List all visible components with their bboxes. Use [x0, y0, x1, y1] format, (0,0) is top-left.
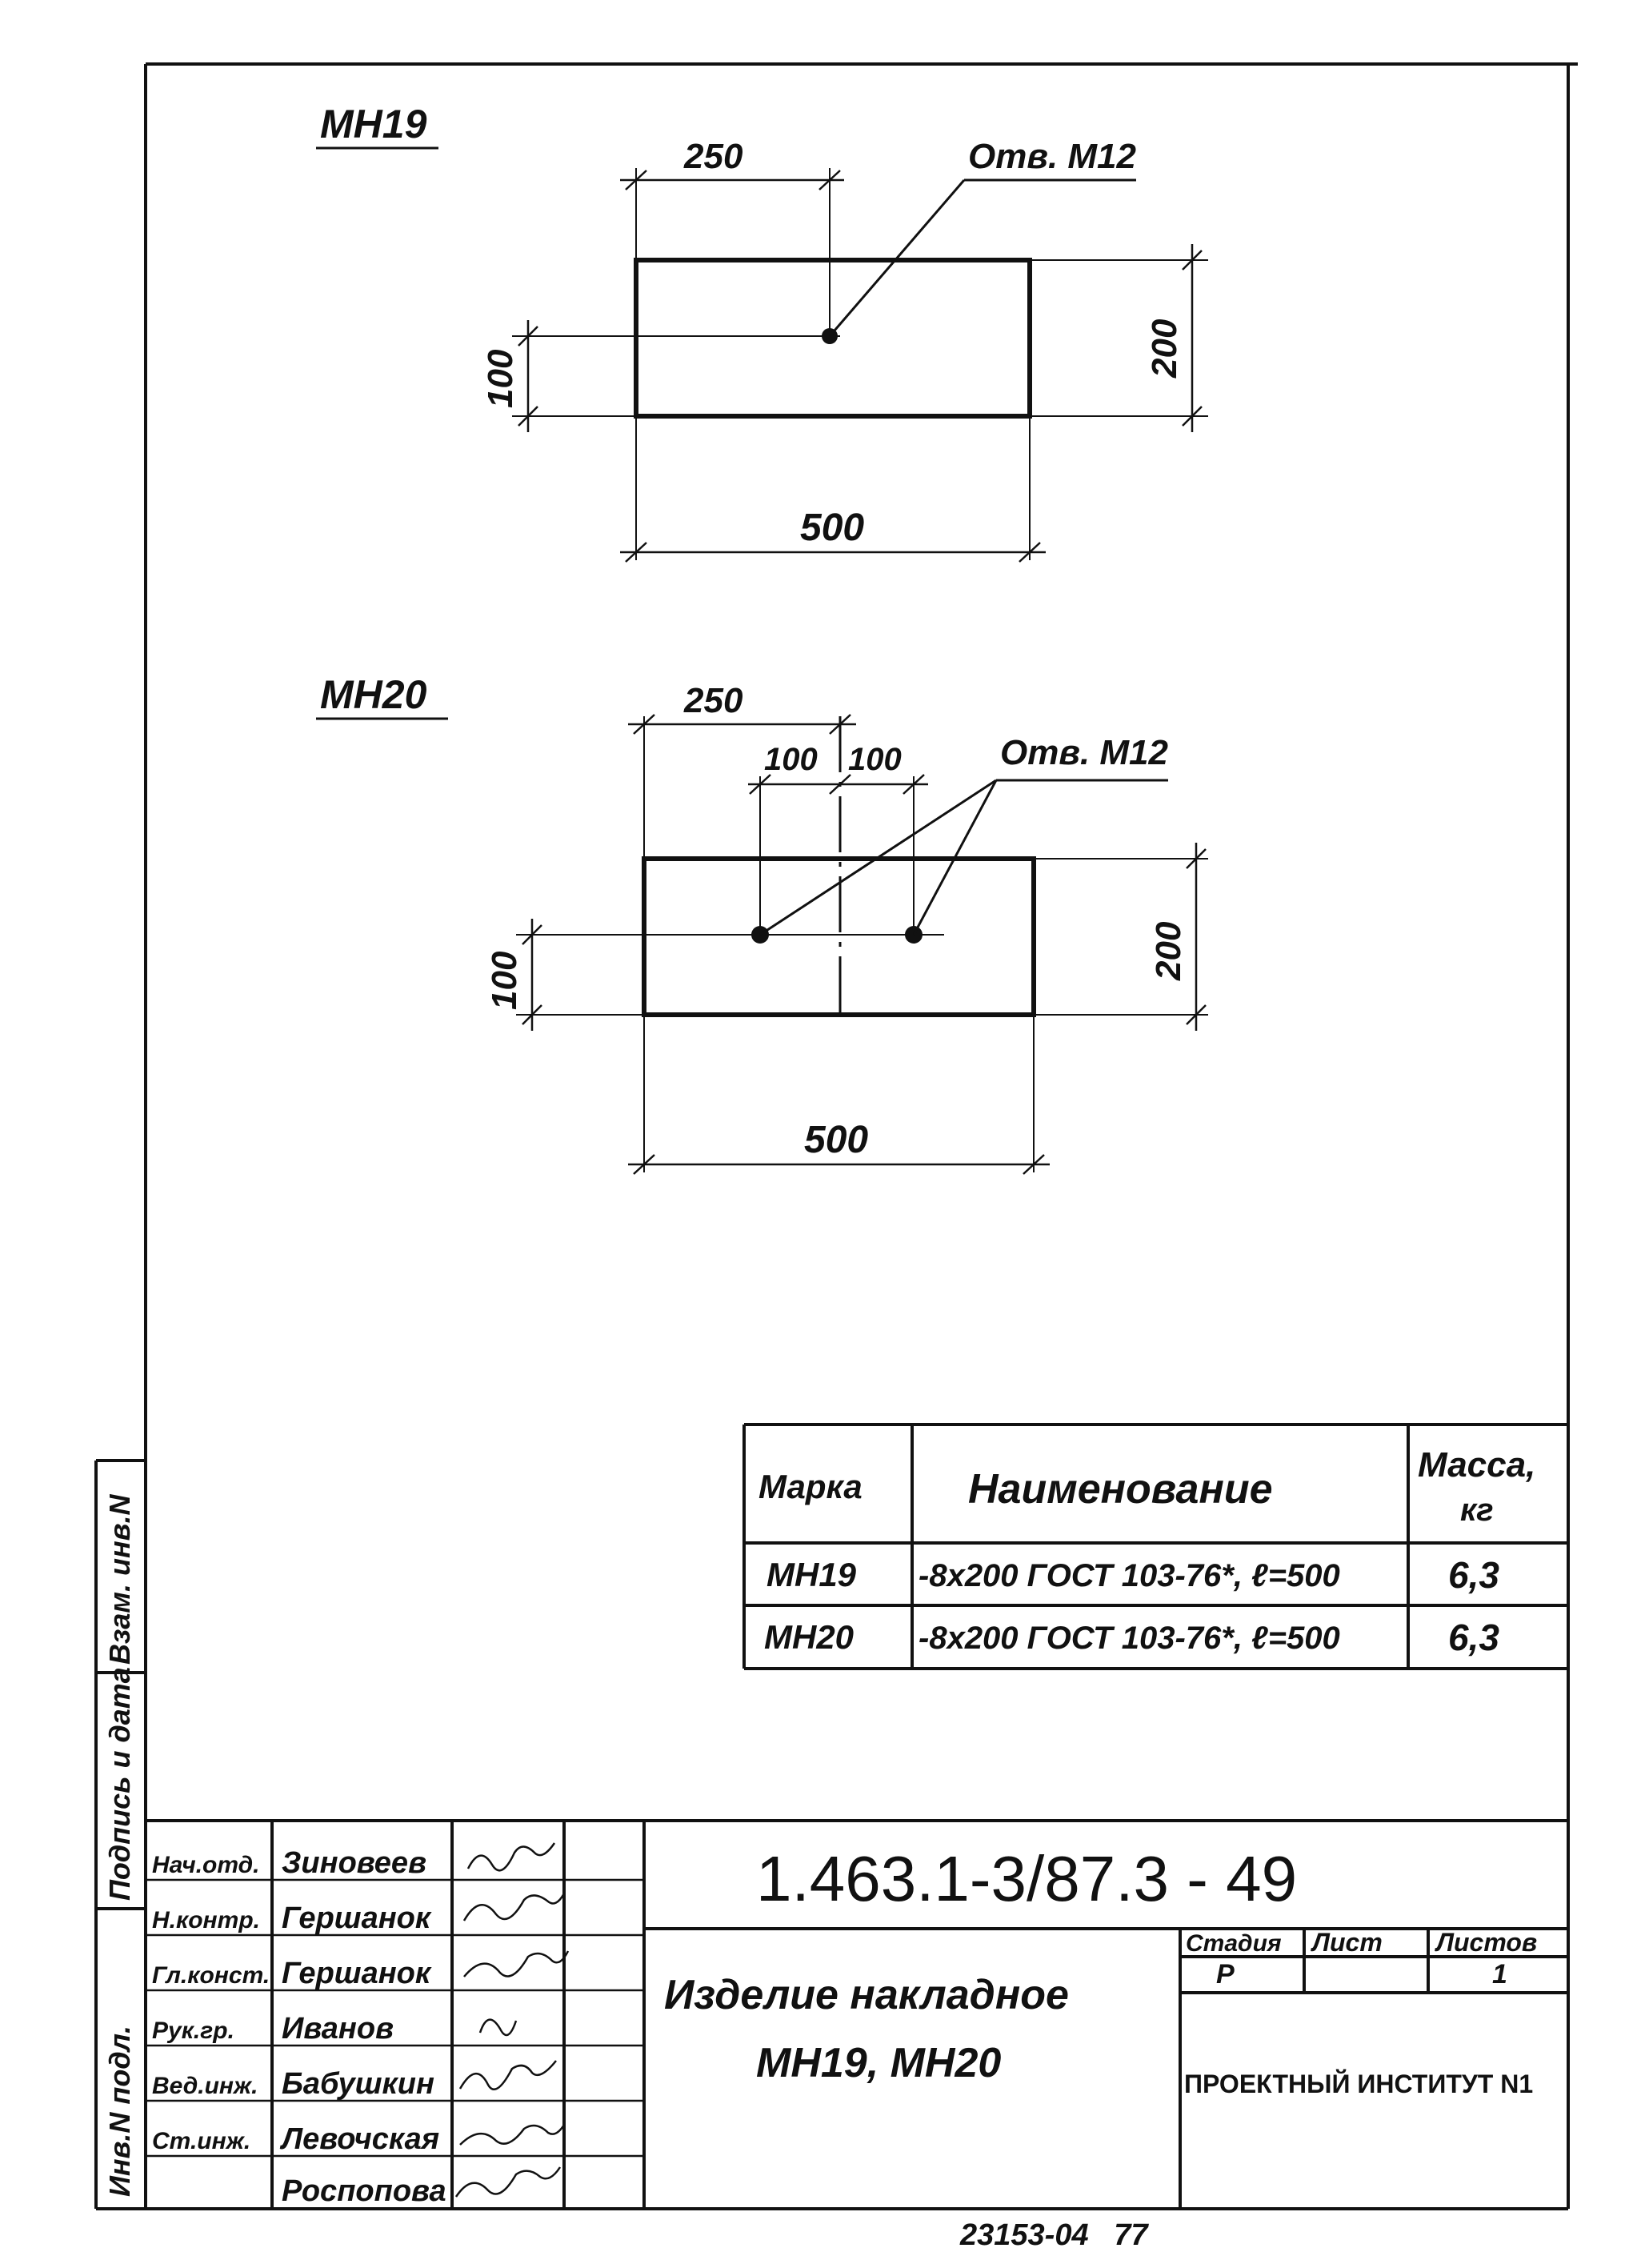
title-block: Нач.отд. Зиновеев Н.контр. Гершанок Гл.к…: [146, 1819, 1568, 2209]
item-title-line-1: Изделие накладное: [664, 1972, 1069, 2018]
spec-row-1-mark: МН19: [766, 1556, 857, 1593]
signature-6: [459, 2124, 566, 2146]
plate-mh20: [642, 856, 1036, 1017]
mh20-dim-top: 250: [683, 681, 743, 720]
side-label-inv: Инв.N подл.: [103, 2026, 136, 2197]
spec-table: Марка Наименование Масса, кг МН19 -8х200…: [742, 1423, 1568, 1670]
staff-role-4: Рук.гр.: [152, 2018, 234, 2044]
mh20-hole-leader-left: [759, 779, 997, 936]
mh19-dim-top: 250: [683, 137, 743, 176]
spec-header-name: Наименование: [968, 1466, 1273, 1513]
staff-role-3: Гл.конст.: [152, 1962, 270, 1989]
mh20-dim-offset: 100: [485, 951, 524, 1010]
spec-row-2-mass: 6,3: [1448, 1617, 1499, 1658]
mh20-dim-width: 500: [804, 1119, 868, 1161]
mh20-extension-lines: [516, 716, 1208, 1172]
drawing-code: 1.463.1-3/87.3 - 49: [756, 1843, 1297, 1914]
side-label-vzam: Взам. инв.N: [103, 1493, 136, 1665]
mh20-hole-leader-right: [912, 779, 998, 936]
stage-header: Стадия: [1186, 1930, 1282, 1957]
sheet-frame: [94, 62, 1578, 2210]
drawing-mh19-title: МН19: [320, 102, 427, 146]
signature-5: [458, 2060, 557, 2090]
spec-row-2-mark: МН20: [764, 1618, 854, 1656]
stage-value: Р: [1216, 1959, 1235, 1990]
staff-name-6: Левочская: [279, 2122, 439, 2156]
mh19-dim-height: 200: [1145, 319, 1184, 379]
sheets-header: Листов: [1435, 1928, 1537, 1957]
mh20-hole-label: Отв. М12: [1000, 733, 1168, 772]
mh19-hole-leader: [828, 179, 966, 337]
mh19-extension-lines: [512, 168, 1208, 560]
staff-name-3: Гершанок: [282, 1957, 432, 1990]
signature-4: [478, 2018, 518, 2037]
spec-row-1-name: -8х200 ГОСТ 103-76*, ℓ=500: [919, 1558, 1340, 1593]
staff-role-5: Вед.инж.: [152, 2073, 258, 2099]
mh20-dimension-lines: [522, 714, 1207, 1175]
staff-name-1: Зиновеев: [282, 1846, 426, 1880]
side-label-podpis: Подпись и дата: [103, 1667, 136, 1901]
mh20-dim-spacing-left: 100: [764, 742, 818, 777]
mh20-dim-height: 200: [1149, 921, 1188, 981]
mh19-dim-width: 500: [800, 507, 864, 549]
mh20-dim-spacing-right: 100: [848, 742, 902, 777]
organization-name: ПРОЕКТНЫЙ ИНСТИТУТ N1: [1184, 2070, 1533, 2098]
staff-role-6: Ст.инж.: [152, 2128, 250, 2154]
signature-2: [462, 1893, 566, 1921]
staff-name-2: Гершанок: [282, 1901, 432, 1935]
plate-mh19: [634, 258, 1032, 419]
footer-code: 23153-04 77: [959, 2218, 1149, 2252]
signature-1: [466, 1842, 556, 1872]
drawing-mh19: МН19: [316, 102, 1208, 563]
staff-name-7: Роспопова: [282, 2174, 446, 2208]
drawing-mh20-title: МН20: [320, 672, 427, 717]
spec-header-mark: Марка: [758, 1468, 863, 1505]
spec-row-2-name: -8х200 ГОСТ 103-76*, ℓ=500: [919, 1621, 1340, 1656]
mh19-hole-label: Отв. М12: [968, 137, 1136, 176]
sheet-header: Лист: [1311, 1928, 1383, 1957]
spec-header-mass: Масса,: [1418, 1445, 1535, 1485]
staff-name-5: Бабушкин: [282, 2067, 434, 2101]
drawing-mh20: МН20: [316, 672, 1208, 1175]
signatures: [454, 1842, 570, 2198]
staff-role-2: Н.контр.: [152, 1907, 260, 1933]
item-title-line-2: МН19, МН20: [756, 2040, 1001, 2086]
signature-7: [454, 2166, 562, 2198]
signature-3: [463, 1950, 570, 1977]
mh19-dim-offset: 100: [481, 349, 520, 408]
staff-role-1: Нач.отд.: [152, 1852, 260, 1878]
spec-row-1-mass: 6,3: [1448, 1554, 1499, 1596]
sheets-value: 1: [1492, 1959, 1507, 1990]
staff-name-4: Иванов: [282, 2012, 394, 2046]
mh19-dimension-lines: [518, 170, 1203, 563]
spec-header-mass-unit: кг: [1460, 1493, 1494, 1528]
